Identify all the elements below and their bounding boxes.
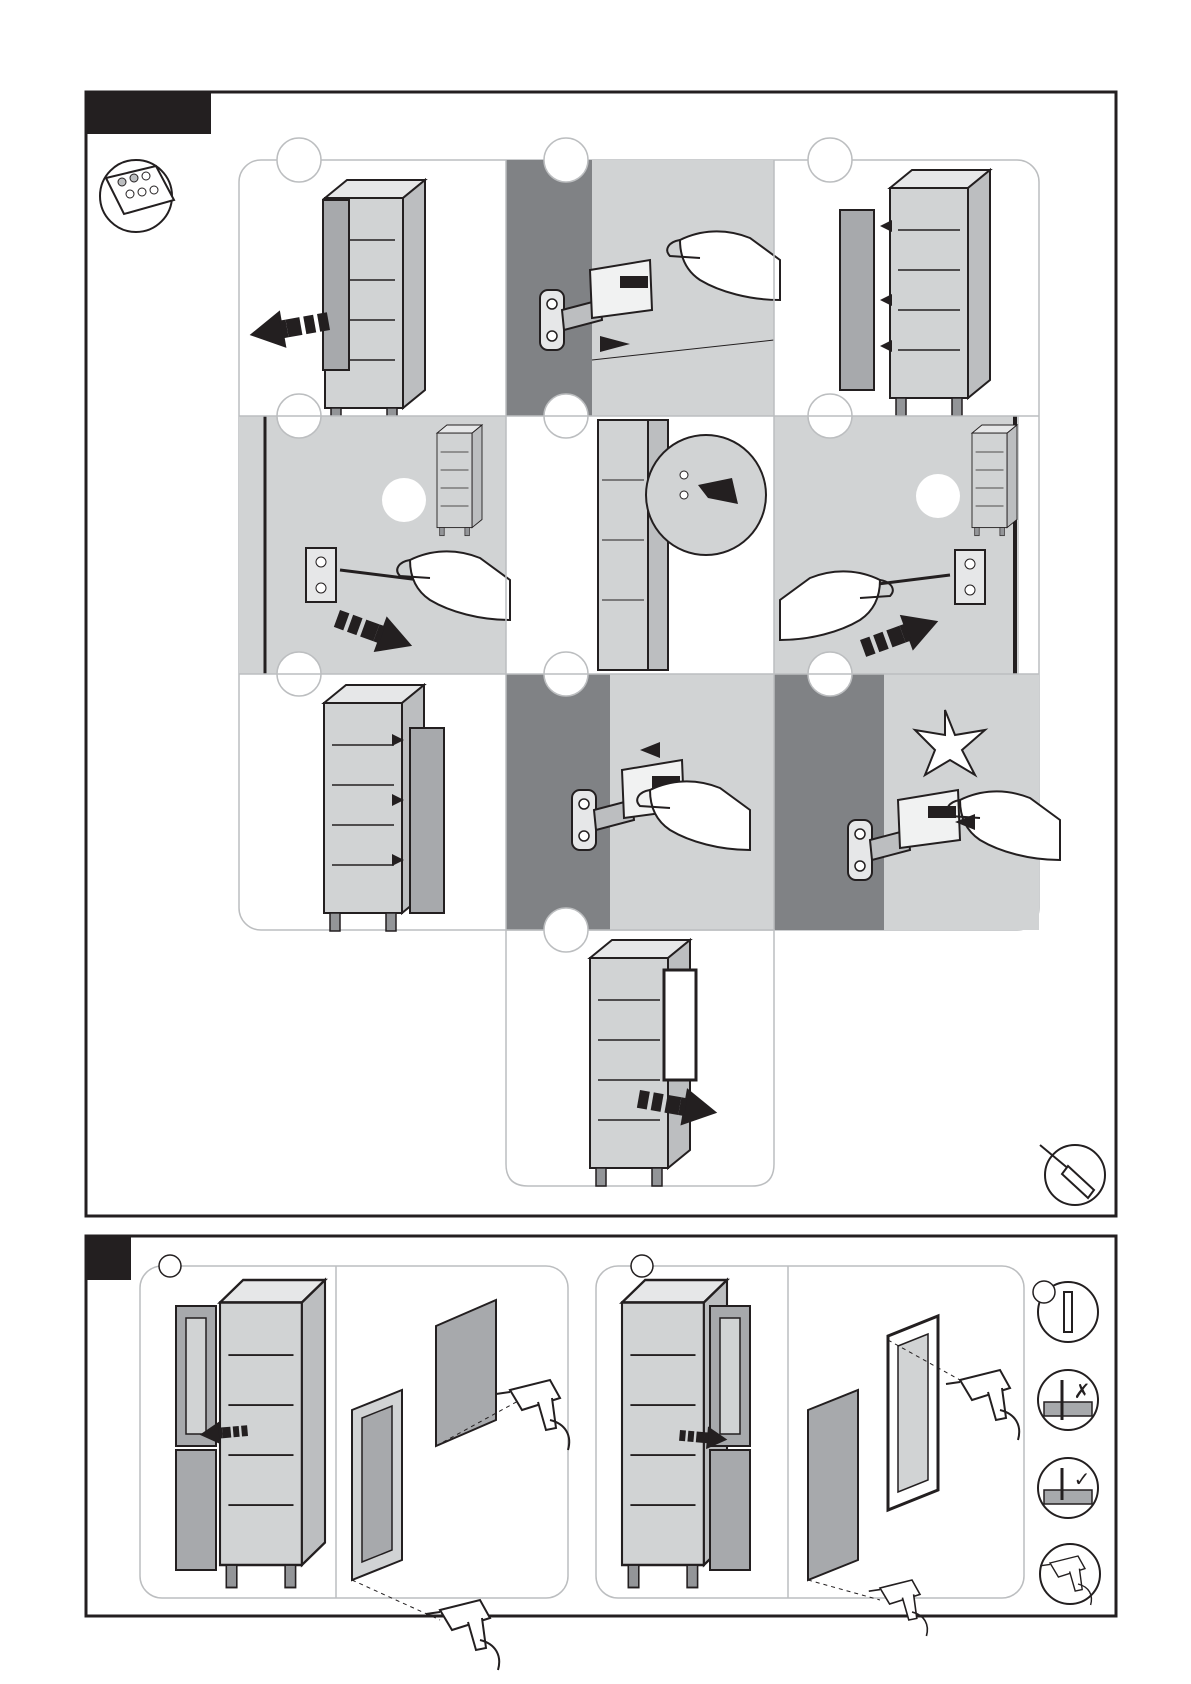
door-drilling-illustration — [808, 1316, 1019, 1636]
warning-drill-wrong: ✗ — [1038, 1370, 1098, 1430]
step-tab — [86, 1236, 131, 1280]
section-lower: ✗ ✓ — [86, 1236, 1116, 1670]
step-number-circle — [277, 138, 321, 182]
arrow-icon — [880, 220, 892, 232]
option-marker — [631, 1255, 653, 1277]
warning-drill-correct: ✓ — [1038, 1458, 1098, 1518]
step-tab — [86, 92, 211, 134]
hinge-plate-illustration — [306, 548, 336, 602]
detail-circle — [916, 474, 960, 518]
door-illustration — [176, 1450, 216, 1570]
step-panel-10 — [506, 908, 774, 1186]
step-panel-2 — [506, 138, 780, 416]
step-panel-5 — [544, 394, 766, 670]
step-panel-8 — [506, 652, 774, 930]
cabinet-side-illustration — [598, 420, 668, 670]
arrow-icon — [880, 294, 892, 306]
step-panel-9 — [774, 652, 1060, 930]
step-panel-7 — [277, 652, 444, 931]
arrow-icon — [880, 340, 892, 352]
door-illustration — [840, 210, 874, 390]
option-panel-2 — [596, 1255, 1024, 1636]
cabinet-illustration — [972, 425, 1017, 536]
wall-dark — [506, 160, 592, 416]
cabinet-illustration — [323, 180, 425, 426]
arrow-icon — [246, 302, 331, 353]
door-illustration — [410, 728, 444, 913]
step-panel-3 — [808, 138, 990, 416]
warning-marker-label: ✓ — [1074, 1467, 1091, 1491]
step-number-circle — [544, 908, 588, 952]
step-panel-1 — [246, 138, 425, 426]
option-panel-1 — [140, 1255, 569, 1670]
section-upper — [86, 92, 1116, 1216]
hardware-bag-icon — [100, 160, 174, 232]
screwdriver-icon — [1040, 1145, 1105, 1205]
warning-wall-plug — [1033, 1281, 1098, 1342]
step-number-circle — [544, 138, 588, 182]
option-marker — [159, 1255, 181, 1277]
door-illustration — [710, 1450, 750, 1570]
cabinet-illustration — [437, 425, 482, 536]
step-panel-6 — [774, 394, 1019, 674]
drill-icon — [1040, 1544, 1100, 1605]
detail-circle — [382, 478, 426, 522]
wall-dark — [774, 674, 884, 930]
step-number-circle — [808, 138, 852, 182]
glass-door-illustration — [664, 970, 696, 1080]
hinge-plate-illustration — [955, 550, 985, 604]
cabinet-illustration — [890, 170, 990, 416]
warning-marker — [1033, 1281, 1055, 1303]
step-panel-4 — [239, 394, 510, 674]
warning-marker-label: ✗ — [1074, 1379, 1091, 1403]
